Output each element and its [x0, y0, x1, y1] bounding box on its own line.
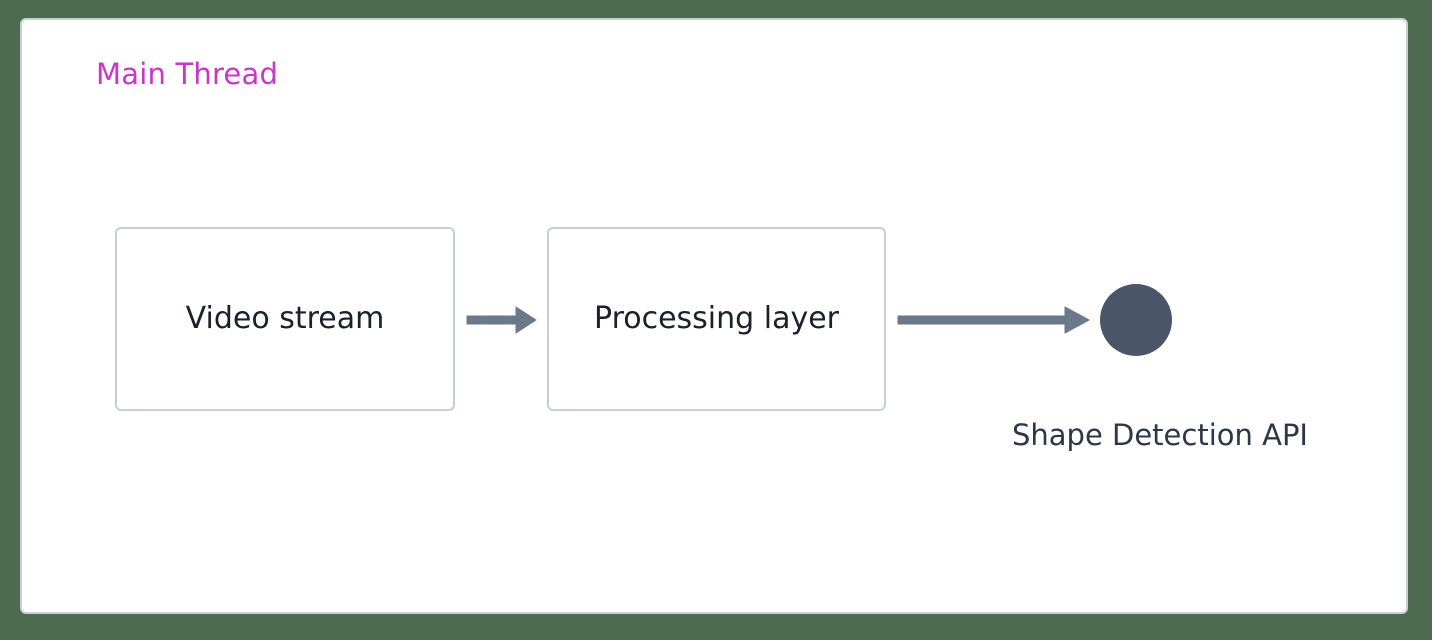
lane-title-main-thread: Main Thread — [96, 57, 279, 91]
node-video-stream[interactable]: Video stream — [115, 227, 455, 411]
node-shape-detection-api-circle[interactable] — [1100, 284, 1172, 356]
node-processing-layer-label: Processing layer — [594, 301, 839, 336]
node-video-stream-label: Video stream — [185, 301, 385, 336]
arrow-video-to-processing — [466, 306, 537, 334]
arrow-processing-to-api — [897, 306, 1090, 334]
arrow-shaft-head-1 — [466, 306, 537, 334]
node-shape-detection-api-label: Shape Detection API — [1011, 418, 1308, 452]
node-processing-layer[interactable]: Processing layer — [547, 227, 886, 411]
arrow-shaft-head-2 — [897, 306, 1090, 334]
